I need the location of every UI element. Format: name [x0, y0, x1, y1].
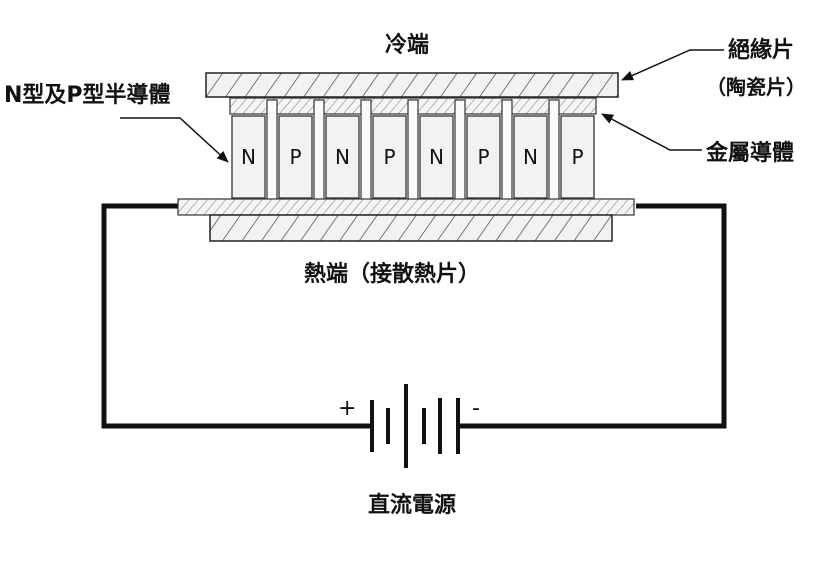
metal-post	[407, 99, 419, 214]
semiconductor-pillar-p	[560, 115, 595, 199]
hot-side-label: 熱端（接散熱片）	[304, 261, 480, 287]
semiconductor-label: N型及P型半導體	[4, 82, 171, 108]
battery-symbol	[370, 384, 460, 468]
negative-terminal-label: -	[472, 396, 480, 421]
metal-post	[313, 99, 325, 214]
pillar-type-label: P	[477, 145, 489, 169]
semiconductor-pillar-p	[278, 115, 313, 199]
semiconductor-pillar-n	[231, 115, 266, 199]
positive-terminal-label: +	[338, 396, 356, 421]
pillar-type-label: P	[289, 145, 301, 169]
insulator-label: 絕緣片	[728, 37, 794, 63]
metal-conductor-pointer-arrow	[601, 113, 702, 151]
pillar-type-label: P	[383, 145, 395, 169]
power-source-label: 直流電源	[368, 492, 456, 518]
semiconductor-pillar-n	[325, 115, 360, 199]
hot-side-ceramic-plate	[209, 214, 613, 242]
semiconductor-pillar-p	[466, 115, 501, 199]
metal-conductor-label: 金屬導體	[705, 140, 794, 166]
cold-side-ceramic-plate	[205, 72, 619, 98]
insulator-pointer-arrow	[621, 49, 724, 81]
pillar-type-label: N	[335, 145, 350, 169]
metal-post	[454, 99, 466, 214]
cold-side-label: 冷端	[385, 32, 429, 58]
metal-post	[501, 99, 513, 214]
metal-post	[360, 99, 372, 214]
insulator-note-label: （陶瓷片）	[706, 75, 806, 99]
semiconductor-pillar-p	[372, 115, 407, 199]
semiconductor-pointer-arrow	[120, 117, 229, 163]
pillar-type-label: N	[523, 145, 538, 169]
pillar-type-label: N	[429, 145, 444, 169]
pillar-type-label: N	[241, 145, 256, 169]
pillar-type-label: P	[571, 145, 583, 169]
bottom-metal-conductor	[177, 198, 635, 216]
metal-post	[548, 99, 560, 214]
circuit-wire	[101, 203, 727, 429]
semiconductor-pillar-n	[419, 115, 454, 199]
semiconductor-pillar-n	[513, 115, 548, 199]
metal-post	[266, 99, 278, 214]
